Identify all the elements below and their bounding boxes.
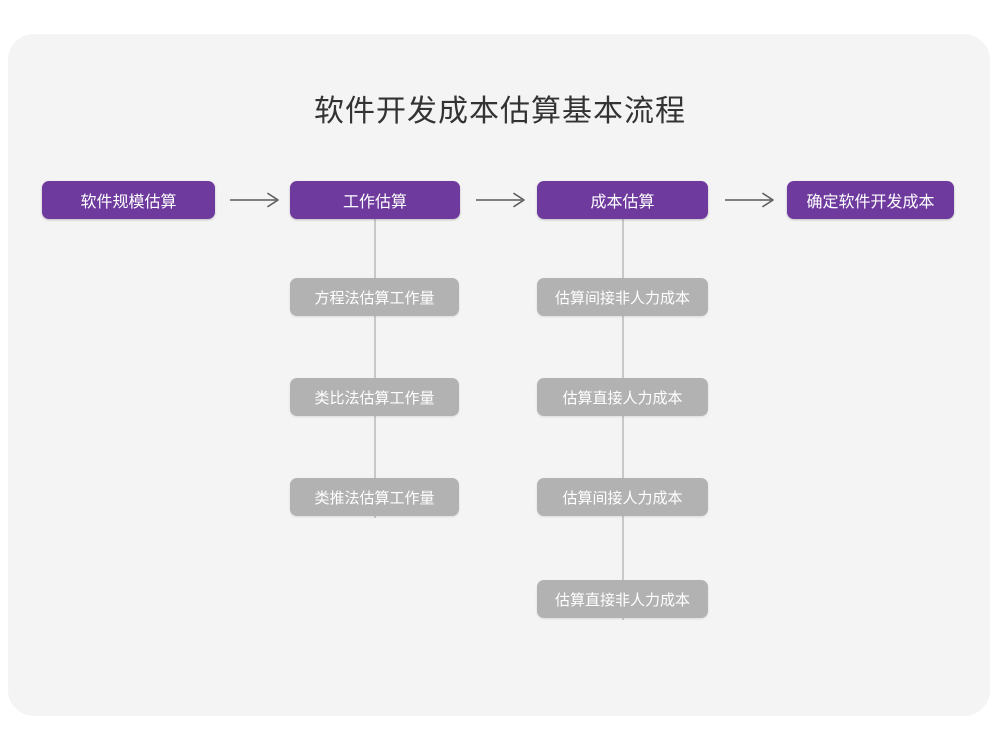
connector-branch-2 [622, 218, 624, 620]
card-background [8, 34, 990, 716]
branch-2-item-3[interactable]: 估算间接人力成本 [537, 478, 708, 516]
branch-2-item-1[interactable]: 估算间接非人力成本 [537, 278, 708, 316]
arrow-right-icon-2 [471, 188, 533, 212]
arrow-right-icon-1 [225, 188, 287, 212]
flow-node-step-1[interactable]: 软件规模估算 [42, 181, 215, 219]
flow-node-step-2[interactable]: 工作估算 [290, 181, 460, 219]
branch-2-item-4[interactable]: 估算直接非人力成本 [537, 580, 708, 618]
branch-1-item-3[interactable]: 类推法估算工作量 [290, 478, 459, 516]
branch-1-item-2[interactable]: 类比法估算工作量 [290, 378, 459, 416]
flow-node-step-3[interactable]: 成本估算 [537, 181, 708, 219]
branch-2-item-2[interactable]: 估算直接人力成本 [537, 378, 708, 416]
branch-1-item-1[interactable]: 方程法估算工作量 [290, 278, 459, 316]
arrow-right-icon-3 [720, 188, 782, 212]
connector-branch-1 [374, 218, 376, 518]
flow-node-step-4[interactable]: 确定软件开发成本 [787, 181, 954, 219]
page-title: 软件开发成本估算基本流程 [314, 95, 686, 128]
